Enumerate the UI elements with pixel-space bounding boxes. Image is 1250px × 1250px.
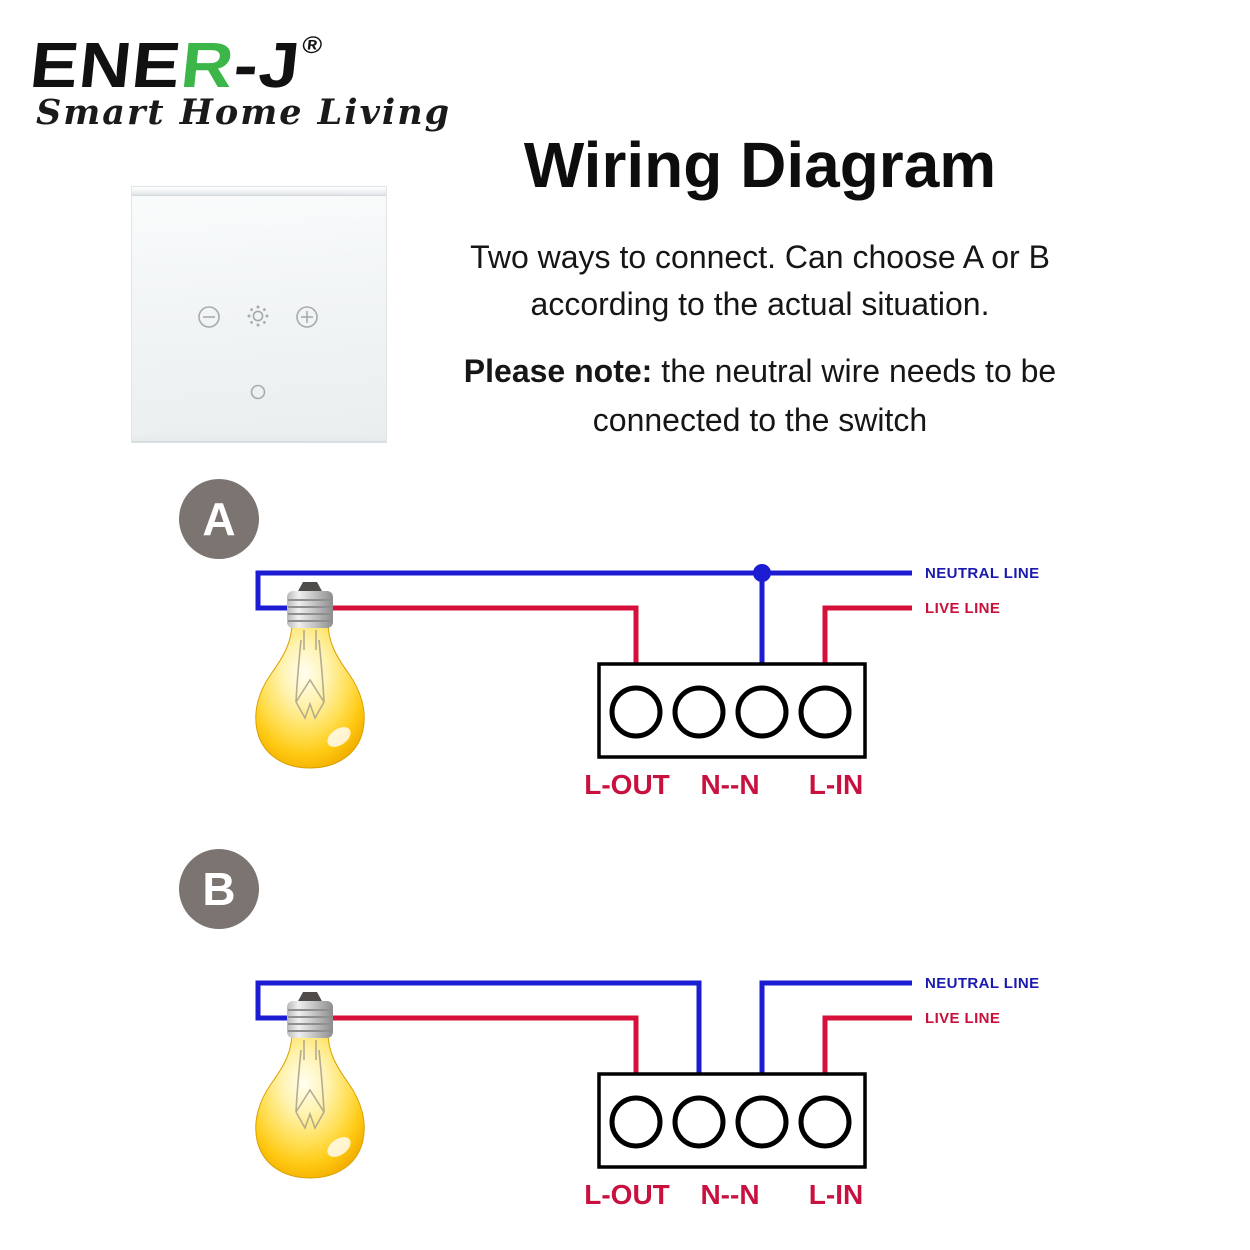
note-text: Please note:the neutral wire needs to be… xyxy=(410,347,1110,445)
brightness-icon xyxy=(247,305,269,327)
live-line-label-a: LIVE LINE xyxy=(925,600,1001,617)
brand-tagline: Smart Home Living xyxy=(36,92,452,133)
dim-minus-icon xyxy=(198,306,220,328)
intro-text: Two ways to connect. Can choose A or B a… xyxy=(410,234,1110,328)
terminal-label-a-lout: L-OUT xyxy=(584,769,670,800)
note-line-2: connected to the switch xyxy=(592,402,928,438)
dim-plus-icon xyxy=(296,306,318,328)
terminal-label-b-nn: N--N xyxy=(700,1179,760,1210)
live-out-wire-b xyxy=(330,1015,639,1100)
terminal-label-a-lin: L-IN xyxy=(808,769,864,800)
neutral-out-wire-b xyxy=(759,980,912,1100)
touch-indicator-dot xyxy=(250,384,266,400)
neutral-wire-a xyxy=(255,570,912,611)
intro-line-1: Two ways to connect. Can choose A or B xyxy=(470,239,1050,275)
neutral-wire-b xyxy=(255,980,702,1100)
intro-line-2: according to the actual situation. xyxy=(530,286,990,322)
note-label: Please note: xyxy=(463,353,653,389)
note-line-1-text: the neutral wire needs to be xyxy=(661,353,1057,389)
page-title: Wiring Diagram xyxy=(523,129,997,201)
terminal-block-a xyxy=(599,664,865,757)
note-line-1: Please note:the neutral wire needs to be xyxy=(410,347,1110,396)
terminal-label-a-nn: N--N xyxy=(700,769,760,800)
diagram-a-badge: A xyxy=(179,479,259,559)
brand-logo: ENER-J® Smart Home Living xyxy=(27,14,449,133)
live-line-label-b: LIVE LINE xyxy=(925,1010,1001,1027)
switch-face-icons xyxy=(198,305,318,400)
diagram-b-badge: B xyxy=(179,849,259,929)
headline-block: Wiring Diagram xyxy=(410,130,1110,200)
neutral-line-label-b: NEUTRAL LINE xyxy=(925,975,1040,992)
terminal-block-b xyxy=(599,1074,865,1167)
terminal-label-b-lin: L-IN xyxy=(808,1179,864,1210)
live-out-wire-a xyxy=(330,605,639,690)
terminal-label-b-lout: L-OUT xyxy=(584,1179,670,1210)
smart-dimmer-switch-image xyxy=(131,186,387,443)
junction-dot-a xyxy=(753,564,771,582)
glass-bevel xyxy=(132,187,386,196)
neutral-line-label-a: NEUTRAL LINE xyxy=(925,565,1040,582)
